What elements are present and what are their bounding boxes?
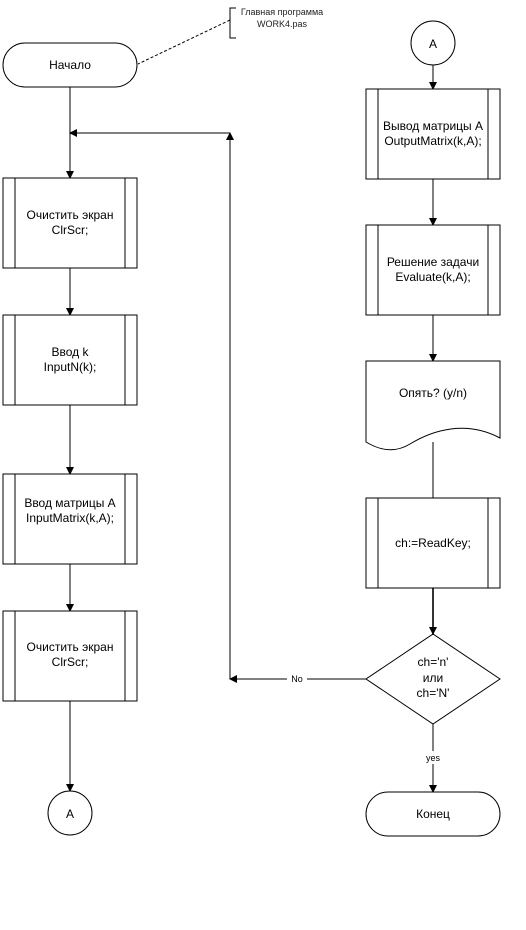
end-terminator: Конец xyxy=(365,791,501,837)
annotation-line-1: Главная программа xyxy=(241,7,323,17)
input-k-line-1: Ввод k xyxy=(52,345,90,359)
prompt-label: Опять? (y/n) xyxy=(399,386,467,400)
annotation-line-2: WORK4.pas xyxy=(257,19,308,29)
clear-screen-2-line-2: ClrScr; xyxy=(52,655,89,669)
decision-line-2: или xyxy=(423,671,443,685)
start-terminator: Начало xyxy=(2,42,138,88)
end-label: Конец xyxy=(416,807,450,821)
output-matrix-line-2: OutputMatrix(k,A); xyxy=(384,134,481,148)
process-input-k: Ввод k InputN(k); xyxy=(2,314,138,406)
no-label: No xyxy=(291,674,303,684)
clear-screen-1-line-2: ClrScr; xyxy=(52,223,89,237)
process-output-matrix: Вывод матрицы А OutputMatrix(k,A); xyxy=(365,88,501,180)
process-readkey: ch:=ReadKey; xyxy=(365,497,501,589)
connector-a-top: А xyxy=(410,20,456,66)
yes-label-background xyxy=(422,751,444,764)
annotation-bracket xyxy=(229,7,236,39)
output-matrix-line-1: Вывод матрицы А xyxy=(383,119,483,133)
clear-screen-2-line-1: Очистить экран xyxy=(27,640,114,654)
evaluate-line-1: Решение задачи xyxy=(387,255,479,269)
decision-line-1: ch='n' xyxy=(418,655,449,669)
no-label-background xyxy=(287,672,307,685)
decision-repeat: ch='n' или ch='N' xyxy=(365,633,501,725)
annotation-note: Главная программа WORK4.pas xyxy=(137,7,323,65)
yes-label: yes xyxy=(426,753,441,763)
connector-a-bottom-label: А xyxy=(66,807,74,821)
connector-a-top-label: А xyxy=(429,37,437,51)
readkey-label: ch:=ReadKey; xyxy=(395,536,471,550)
process-clear-screen-1: Очистить экран ClrScr; xyxy=(2,177,138,269)
document-prompt: Опять? (y/n) xyxy=(365,360,501,451)
connector-a-bottom: А xyxy=(47,790,93,836)
annotation-link xyxy=(137,19,231,65)
decision-line-3: ch='N' xyxy=(417,686,450,700)
evaluate-line-2: Evaluate(k,A); xyxy=(395,270,470,284)
input-k-line-2: InputN(k); xyxy=(44,360,97,374)
process-clear-screen-2: Очистить экран ClrScr; xyxy=(2,610,138,702)
start-label: Начало xyxy=(49,58,91,72)
process-evaluate: Решение задачи Evaluate(k,A); xyxy=(365,224,501,316)
clear-screen-1-line-1: Очистить экран xyxy=(27,208,114,222)
input-matrix-line-2: InputMatrix(k,A); xyxy=(26,511,114,525)
process-input-matrix: Ввод матрицы А InputMatrix(k,A); xyxy=(2,473,138,565)
input-matrix-line-1: Ввод матрицы А xyxy=(24,496,115,510)
